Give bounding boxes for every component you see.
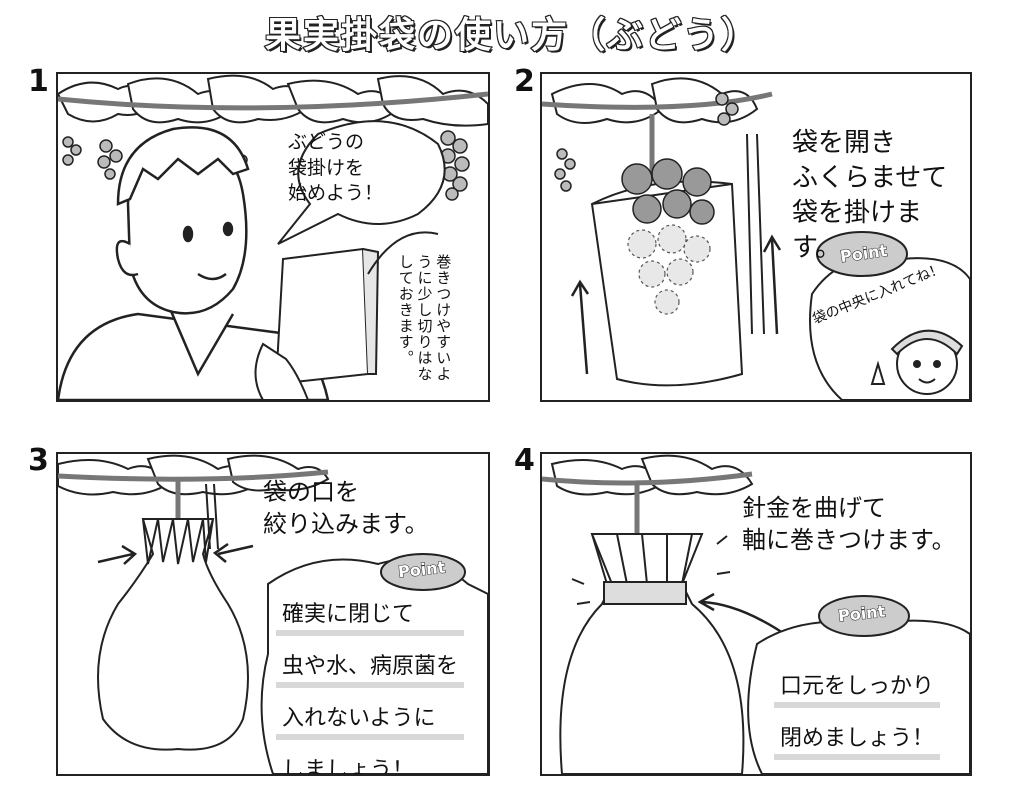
panel-4-text: 針金を曲げて 軸に巻きつけます。 — [742, 494, 956, 555]
panel-4: 針金を曲げて 軸に巻きつけます。 Point 口元をしっかり 閉めましょう！ — [540, 452, 972, 776]
panel-4-point-line: 閉めましょう！ — [774, 718, 941, 760]
grape-bunch — [621, 158, 715, 225]
panel-4-point-line: 口元をしっかり — [774, 666, 941, 708]
panel-3-text: 袋の口を 絞り込みます。 — [263, 478, 429, 539]
panel-3-point-line: 虫や水、病原菌を — [276, 646, 465, 688]
panel-3-point-text: 確実に閉じて 虫や水、病原菌を 入れないように しましょう！ — [276, 594, 465, 774]
panel-3-number: 3 — [28, 443, 49, 478]
panel-3-illustration — [58, 454, 488, 774]
panel-4-point-text: 口元をしっかり 閉めましょう！ — [774, 666, 941, 770]
panel-1-bubble-text: ぶどうの 袋掛けを 始めよう！ — [288, 131, 384, 205]
panel-2-text: 袋を開き ふくらませて 袋を掛けます。 — [792, 128, 948, 264]
panel-3-point-line: 確実に閉じて — [276, 594, 465, 636]
panel-4-number: 4 — [514, 443, 535, 478]
panel-1-illustration — [58, 74, 488, 400]
panel-3: 袋の口を 絞り込みます。 Point 確実に閉じて 虫や水、病原菌を 入れないよ… — [56, 452, 490, 776]
panel-1-note: 巻きつけやすいように少し切りはなしておきます。 — [396, 254, 453, 382]
page-title: 果実掛袋の使い方（ぶどう） — [264, 14, 759, 57]
panel-1: ぶどうの 袋掛けを 始めよう！ 巻きつけやすいように少し切りはなしておきます。 — [56, 72, 490, 402]
speech-bubble — [277, 120, 446, 245]
girl-figure — [870, 329, 964, 395]
panel-2: 袋を開き ふくらませて 袋を掛けます。 Point 袋の中央に入れてね！ — [540, 72, 972, 402]
wired-bag — [559, 533, 745, 774]
paper-bag — [254, 247, 380, 400]
panel-2-illustration — [542, 77, 970, 400]
panel-1-number: 1 — [28, 64, 49, 99]
panel-2-number: 2 — [514, 64, 535, 99]
panel-3-point-line: 入れないように — [276, 698, 465, 740]
panel-3-point-line: しましょう！ — [276, 750, 464, 774]
closed-bag — [97, 518, 249, 751]
panel-4-illustration — [542, 454, 970, 774]
